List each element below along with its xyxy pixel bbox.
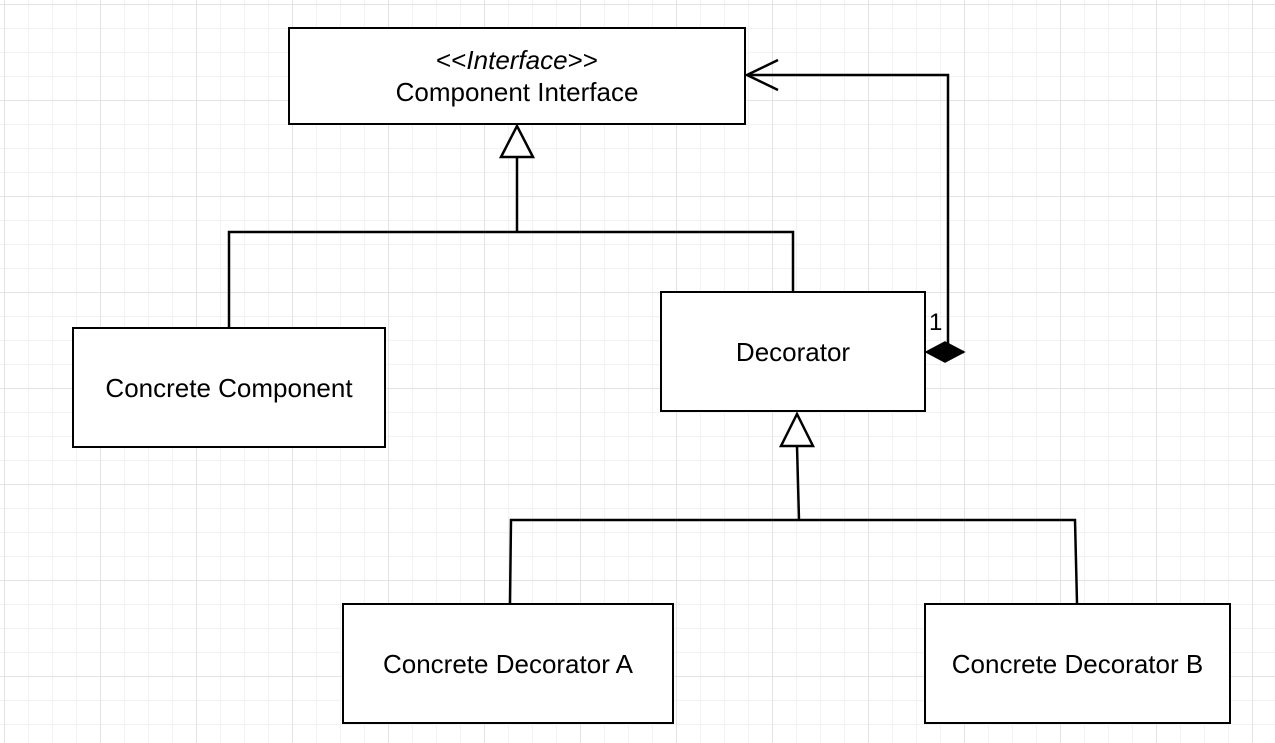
inheritance-trunk-line — [795, 445, 801, 521]
composition-diamond — [924, 341, 966, 363]
decorator-box[interactable]: Decorator — [660, 291, 926, 412]
concrete-decorator-b-box[interactable]: Concrete Decorator B — [924, 603, 1231, 724]
inheritance-arrowhead-interface — [498, 123, 536, 159]
inheritance-edge-concrete-decorator-b — [799, 518, 1079, 604]
composition-multiplicity-label: 1 — [929, 309, 943, 336]
component-interface-name: Component Interface — [395, 77, 639, 107]
stereotype-label: Interface — [466, 45, 568, 75]
stereotype-close: >> — [567, 45, 598, 75]
realization-edge-decorator — [517, 230, 795, 292]
inheritance-edge-concrete-decorator-a — [508, 518, 799, 604]
concrete-component-box[interactable]: Concrete Component — [72, 327, 386, 448]
component-interface-box[interactable]: <<Interface>> Component Interface — [288, 27, 746, 125]
realization-edge-concrete-component — [227, 230, 517, 327]
concrete-decorator-a-box[interactable]: Concrete Decorator A — [342, 603, 674, 724]
interface-stereotype: <<Interface>> — [436, 44, 598, 76]
open-arrowhead-interface — [744, 58, 779, 92]
concrete-decorator-b-name: Concrete Decorator B — [951, 648, 1204, 679]
stereotype-open: << — [436, 45, 467, 75]
inheritance-arrowhead-decorator — [778, 411, 816, 448]
decorator-name: Decorator — [735, 336, 851, 367]
concrete-decorator-a-name: Concrete Decorator A — [382, 648, 633, 679]
concrete-component-name: Concrete Component — [105, 372, 353, 403]
